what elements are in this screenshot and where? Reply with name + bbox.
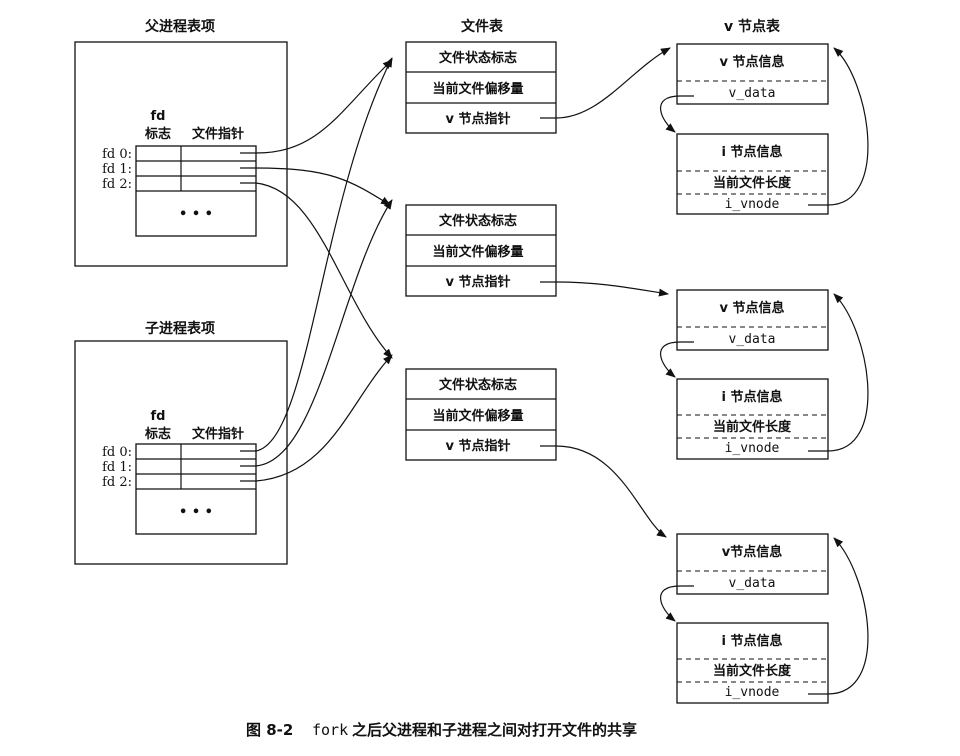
fd-row-label: fd 2: (102, 177, 132, 192)
fd-row-label: fd 0: (102, 147, 132, 162)
status-flags-field: 文件状态标志 (439, 50, 517, 66)
fd-pointer-arrows (240, 57, 393, 482)
file-size-field: 当前文件长度 (713, 419, 792, 435)
fd-row-label: fd 1: (102, 162, 132, 177)
child-process-title: 子进程表项 (145, 320, 215, 337)
figure-label: 图 8-2 (246, 721, 293, 739)
i-vnode-field: i_vnode (725, 197, 780, 212)
arrow-parent-fd2 (240, 182, 393, 359)
fd-row-label: fd 2: (102, 475, 132, 490)
ellipsis: • • • (179, 207, 213, 222)
arrow-parent-fd0 (240, 59, 393, 154)
fd-flag-header-line1: fd (151, 409, 166, 424)
arrow-parent-fd1 (240, 167, 391, 206)
inode-info-field: i 节点信息 (722, 633, 783, 649)
v-data-field: v_data (729, 332, 776, 347)
fd-flag-header-line2: 标志 (144, 126, 171, 142)
file-size-field: 当前文件长度 (713, 175, 792, 191)
v-data-field: v_data (729, 86, 776, 101)
file-pointer-header: 文件指针 (192, 126, 244, 142)
v-data-field: v_data (729, 576, 776, 591)
arrow-vdata-inode-3 (660, 585, 694, 622)
arrow-vdata-inode-2 (660, 341, 694, 378)
vnode-entry: v 节点信息 v_data (676, 43, 829, 105)
file-pointer-header: 文件指针 (192, 426, 244, 442)
arrow-ivnode-vnode-2 (808, 293, 869, 452)
inode-info-field: i 节点信息 (722, 389, 783, 405)
arrow-file1-vnode1 (540, 47, 671, 119)
child-process-entry: 子进程表项 fd 标志 文件指针 fd 0: fd 1: fd 2: • • • (74, 320, 288, 565)
vnode-info-field: v 节点信息 (719, 300, 784, 316)
fd-row-label: fd 1: (102, 460, 132, 475)
parent-process-title: 父进程表项 (144, 18, 215, 35)
arrow-vdata-inode-1 (660, 95, 694, 133)
caption-text: 之后父进程和子进程之间对打开文件的共享 (352, 721, 637, 739)
status-flags-field: 文件状态标志 (439, 377, 517, 393)
offset-field: 当前文件偏移量 (432, 81, 523, 97)
inode-entry: i 节点信息 当前文件长度 i_vnode (676, 622, 829, 704)
file-table-entry: 文件状态标志 当前文件偏移量 v 节点指针 (405, 368, 557, 461)
vnode-pointer-field: v 节点指针 (445, 111, 510, 127)
arrow-ivnode-vnode-3 (808, 537, 869, 695)
inode-entry: i 节点信息 当前文件长度 i_vnode (676, 378, 829, 460)
vnode-pointer-arrows (540, 47, 671, 538)
fd-flag-header-line2: 标志 (144, 426, 171, 442)
status-flags-field: 文件状态标志 (439, 213, 517, 229)
arrow-file3-vnode3 (540, 445, 667, 538)
ellipsis: • • • (179, 505, 213, 520)
offset-field: 当前文件偏移量 (432, 408, 523, 424)
vnode-entry: v节点信息 v_data (676, 533, 829, 595)
file-table-entry: 文件状态标志 当前文件偏移量 v 节点指针 (405, 204, 557, 297)
arrow-file2-vnode2 (540, 281, 669, 297)
figure-caption: 图 8-2 fork 之后父进程和子进程之间对打开文件的共享 (246, 721, 637, 739)
offset-field: 当前文件偏移量 (432, 244, 523, 260)
arrow-child-fd2 (240, 354, 393, 482)
vnode-entry: v 节点信息 v_data (676, 289, 829, 351)
inode-info-field: i 节点信息 (722, 144, 783, 160)
vnode-inode-links (660, 47, 869, 695)
arrow-ivnode-vnode-1 (808, 47, 869, 206)
inode-entry: i 节点信息 当前文件长度 i_vnode (676, 133, 829, 215)
i-vnode-field: i_vnode (725, 441, 780, 456)
vnode-info-field: v 节点信息 (719, 54, 784, 70)
vnode-info-field: v节点信息 (722, 544, 782, 560)
file-table-entry: 文件状态标志 当前文件偏移量 v 节点指针 (405, 41, 557, 134)
file-table-title: 文件表 (461, 18, 504, 35)
arrow-child-fd0 (240, 57, 393, 452)
i-vnode-field: i_vnode (725, 685, 780, 700)
parent-process-entry: 父进程表项 fd 标志 文件指针 fd 0: fd 1: fd 2: • • • (74, 18, 288, 267)
vnode-table-title: v 节点表 (724, 18, 781, 35)
caption-code: fork (312, 721, 348, 739)
fd-flag-header-line1: fd (151, 109, 166, 124)
vnode-pointer-field: v 节点指针 (445, 274, 510, 290)
arrow-child-fd1 (240, 199, 393, 467)
vnode-pointer-field: v 节点指针 (445, 438, 510, 454)
fd-row-label: fd 0: (102, 445, 132, 460)
file-size-field: 当前文件长度 (713, 663, 792, 679)
